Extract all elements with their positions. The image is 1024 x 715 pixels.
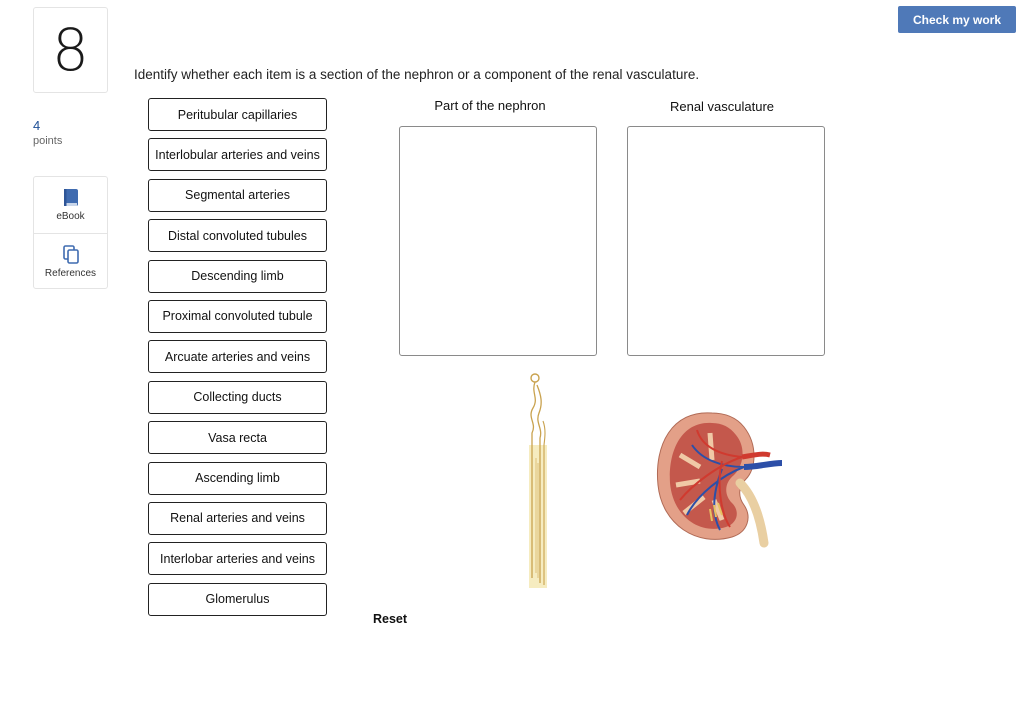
drag-item-arcuate-arteries-veins[interactable]: Arcuate arteries and veins <box>148 340 327 374</box>
question-prompt: Identify whether each item is a section … <box>134 67 700 82</box>
vasculature-drop-zone[interactable] <box>627 126 825 356</box>
drag-item-distal-convoluted-tubules[interactable]: Distal convoluted tubules <box>148 219 327 253</box>
references-icon <box>62 244 79 264</box>
points-value: 4 <box>33 118 41 133</box>
drag-item-peritubular-capillaries[interactable]: Peritubular capillaries <box>148 98 327 131</box>
drag-item-vasa-recta[interactable]: Vasa recta <box>148 421 327 455</box>
drag-item-ascending-limb[interactable]: Ascending limb <box>148 461 327 495</box>
ebook-icon <box>63 189 78 206</box>
ebook-label: eBook <box>56 211 85 222</box>
drag-item-renal-arteries-veins[interactable]: Renal arteries and veins <box>148 501 327 535</box>
drag-item-interlobar-arteries-veins[interactable]: Interlobar arteries and veins <box>148 542 327 576</box>
kidney-illustration <box>656 412 783 548</box>
check-my-work-button[interactable]: Check my work <box>898 6 1016 33</box>
points-label: points <box>33 135 63 147</box>
references-button[interactable]: References <box>34 233 107 289</box>
drag-item-glomerulus[interactable]: Glomerulus <box>148 582 327 616</box>
drag-item-descending-limb[interactable]: Descending limb <box>148 259 327 293</box>
side-tools-panel: eBook References <box>33 176 108 289</box>
question-number-box: 8 <box>33 7 108 93</box>
draggable-item-list: Peritubular capillaries Interlobular art… <box>148 98 327 623</box>
nephron-illustration <box>529 373 547 588</box>
drag-item-segmental-arteries[interactable]: Segmental arteries <box>148 178 327 212</box>
nephron-drop-zone[interactable] <box>399 126 597 356</box>
question-number: 8 <box>52 16 89 84</box>
drag-item-interlobular-arteries-veins[interactable]: Interlobular arteries and veins <box>148 138 327 172</box>
vasculature-zone-title: Renal vasculature <box>669 99 775 114</box>
references-label: References <box>44 267 97 279</box>
drag-item-collecting-ducts[interactable]: Collecting ducts <box>148 380 327 414</box>
ebook-button[interactable]: eBook <box>34 177 107 233</box>
drag-item-proximal-convoluted-tubule[interactable]: Proximal convoluted tubule <box>148 299 327 333</box>
nephron-zone-title: Part of the nephron <box>434 98 546 113</box>
reset-button[interactable]: Reset <box>373 612 408 626</box>
